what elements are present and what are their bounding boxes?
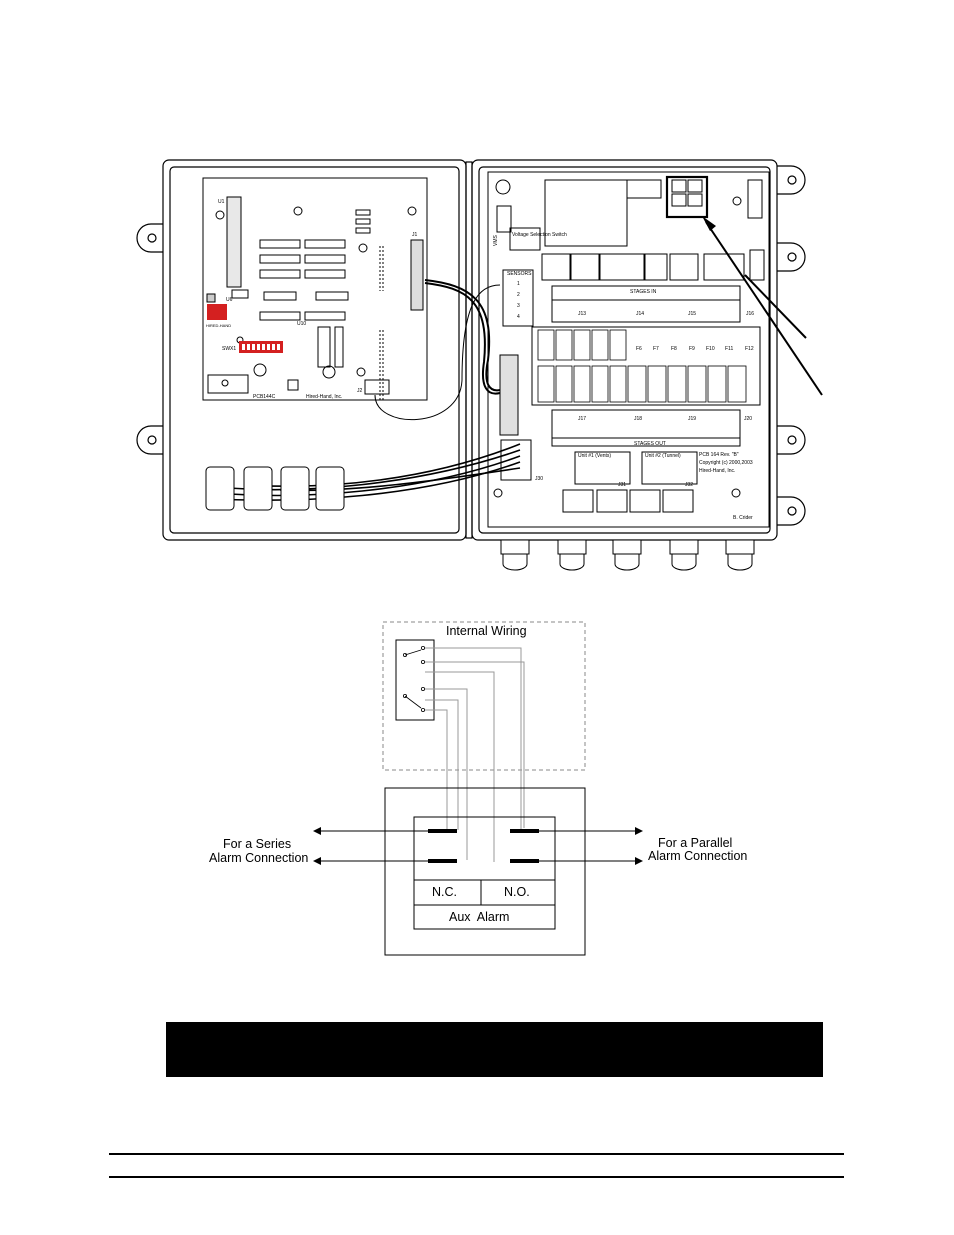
- footer-rule-top: [109, 1153, 844, 1155]
- svg-text:J2: J2: [357, 388, 363, 394]
- svg-text:STAGES OUT: STAGES OUT: [634, 441, 666, 447]
- svg-text:B. Crider: B. Crider: [733, 515, 753, 521]
- svg-text:F10: F10: [706, 346, 715, 352]
- aux-alarm-terminal-box: [384, 787, 586, 956]
- right-circuit-board: [487, 171, 770, 528]
- svg-text:PCB144C: PCB144C: [253, 394, 276, 400]
- no-label: N.O.: [504, 885, 530, 899]
- svg-text:J19: J19: [688, 416, 696, 422]
- svg-text:3: 3: [517, 303, 520, 309]
- svg-text:SWX1: SWX1: [222, 346, 236, 352]
- svg-text:J18: J18: [634, 416, 642, 422]
- parallel-label-line1: For a Parallel: [658, 836, 733, 850]
- series-label-line1: For a Series: [223, 837, 292, 851]
- external-connection-arrows: [318, 830, 638, 862]
- svg-text:Copyright (c) 2000,2003: Copyright (c) 2000,2003: [699, 460, 753, 466]
- svg-text:J1: J1: [412, 232, 418, 238]
- svg-text:J15: J15: [688, 311, 696, 317]
- caption-banner: [166, 1022, 823, 1077]
- svg-text:Hired-Hand, Inc.: Hired-Hand, Inc.: [306, 394, 342, 400]
- callout-arrow: [705, 221, 823, 396]
- internal-wires: [425, 647, 525, 862]
- svg-text:Hired-Hand, Inc.: Hired-Hand, Inc.: [699, 468, 735, 474]
- footer-rule-bottom: [109, 1176, 844, 1178]
- svg-text:U10: U10: [297, 321, 306, 327]
- svg-text:SENSORS: SENSORS: [507, 271, 532, 277]
- left-circuit-board: [202, 177, 428, 401]
- svg-text:F7: F7: [653, 346, 659, 352]
- svg-text:U6: U6: [226, 297, 233, 303]
- svg-text:4: 4: [517, 314, 520, 320]
- svg-text:F6: F6: [636, 346, 642, 352]
- aux-alarm-label: Aux Alarm: [449, 910, 510, 924]
- svg-text:1: 1: [517, 281, 520, 287]
- svg-text:PCB 164 Rev. "B": PCB 164 Rev. "B": [699, 452, 739, 458]
- cable-glands: [500, 539, 755, 571]
- series-label-line2: Alarm Connection: [209, 851, 309, 865]
- svg-text:F11: F11: [725, 346, 733, 352]
- svg-text:Unit #1 (Vents): Unit #1 (Vents): [578, 453, 611, 459]
- relay-block: [395, 639, 435, 721]
- svg-text:J30: J30: [535, 476, 543, 482]
- controller-enclosure-diagram: U1 U6 U10 J1 J2 SWX1 PCB144C Hired-Hand,…: [136, 159, 823, 571]
- svg-text:J13: J13: [578, 311, 586, 317]
- svg-text:STAGES IN: STAGES IN: [630, 289, 657, 295]
- svg-text:Voltage Selection Switch: Voltage Selection Switch: [512, 232, 567, 238]
- svg-text:J14: J14: [636, 311, 644, 317]
- svg-text:J17: J17: [578, 416, 586, 422]
- svg-text:F8: F8: [671, 346, 677, 352]
- svg-text:J20: J20: [744, 416, 752, 422]
- svg-text:F12: F12: [745, 346, 754, 352]
- internal-wiring-title: Internal Wiring: [446, 624, 527, 638]
- aux-alarm-wiring-schematic: [313, 621, 643, 956]
- hired-hand-logo: [207, 304, 227, 320]
- svg-text:J16: J16: [746, 311, 754, 317]
- nc-label: N.C.: [432, 885, 457, 899]
- internal-wiring-box: [382, 621, 586, 771]
- svg-text:2: 2: [517, 292, 520, 298]
- parallel-label-line2: Alarm Connection: [648, 849, 748, 863]
- svg-text:J32: J32: [685, 482, 693, 488]
- svg-text:HIRED-HAND: HIRED-HAND: [206, 323, 231, 328]
- svg-text:U1: U1: [218, 199, 225, 205]
- svg-text:J31: J31: [618, 482, 626, 488]
- svg-text:VMS: VMS: [493, 235, 499, 247]
- svg-text:Unit #2 (Tunnel): Unit #2 (Tunnel): [645, 453, 681, 459]
- svg-text:F9: F9: [689, 346, 695, 352]
